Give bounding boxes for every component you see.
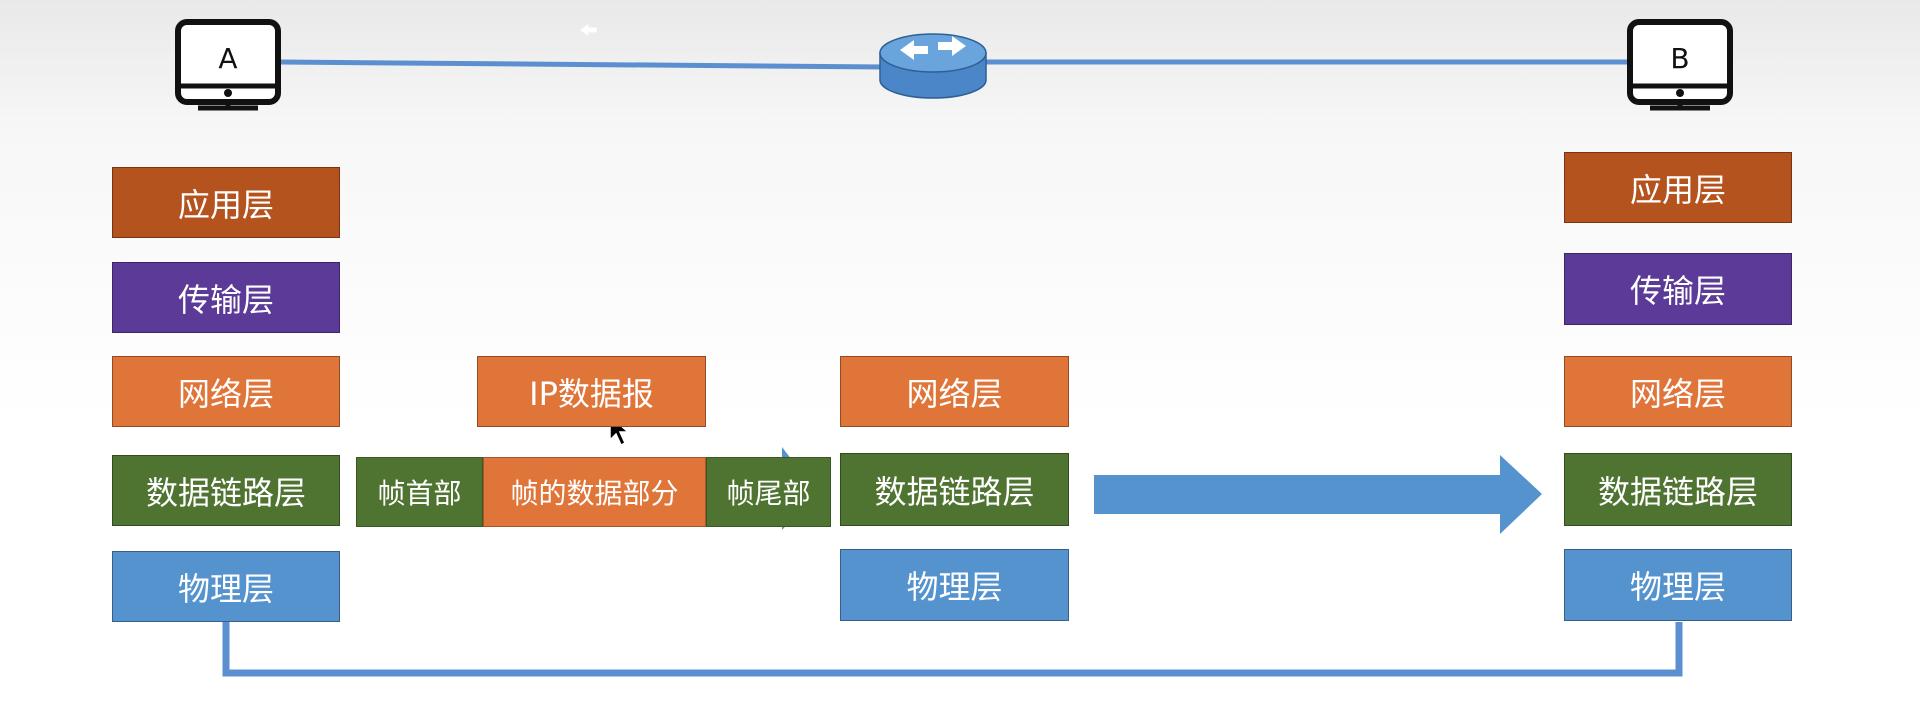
big-forward-arrow bbox=[1094, 455, 1542, 534]
frame-payload-block: 帧的数据部分 bbox=[483, 457, 706, 527]
stack-a-application-layer: 应用层 bbox=[112, 167, 340, 238]
stack-a-datalink-layer: 数据链路层 bbox=[112, 455, 340, 526]
link-line-a-router bbox=[279, 59, 886, 70]
stack-b-application-layer: 应用层 bbox=[1564, 152, 1792, 223]
stack-b-network-layer: 网络层 bbox=[1564, 356, 1792, 427]
frame-trailer-block: 帧尾部 bbox=[706, 457, 831, 527]
ip-datagram-block: IP数据报 bbox=[477, 356, 706, 427]
stack-b-physical-layer: 物理层 bbox=[1564, 549, 1792, 621]
stack-b-datalink-layer: 数据链路层 bbox=[1564, 453, 1792, 526]
router-physical-layer: 物理层 bbox=[840, 549, 1069, 621]
physical-link-line bbox=[222, 622, 1683, 677]
stack-a-transport-layer: 传输层 bbox=[112, 262, 340, 333]
router-icon bbox=[580, 24, 987, 99]
host-b-label: B bbox=[1670, 42, 1690, 75]
stack-b-transport-layer: 传输层 bbox=[1564, 253, 1792, 325]
router-network-layer: 网络层 bbox=[840, 356, 1069, 427]
stack-a-network-layer: 网络层 bbox=[112, 356, 340, 427]
stack-a-physical-layer: 物理层 bbox=[112, 551, 340, 622]
host-a-label: A bbox=[218, 42, 238, 75]
computer-b-icon bbox=[1627, 19, 1733, 111]
router-datalink-layer: 数据链路层 bbox=[840, 453, 1069, 526]
computer-a-icon bbox=[175, 19, 281, 111]
frame-header-block: 帧首部 bbox=[356, 457, 483, 527]
